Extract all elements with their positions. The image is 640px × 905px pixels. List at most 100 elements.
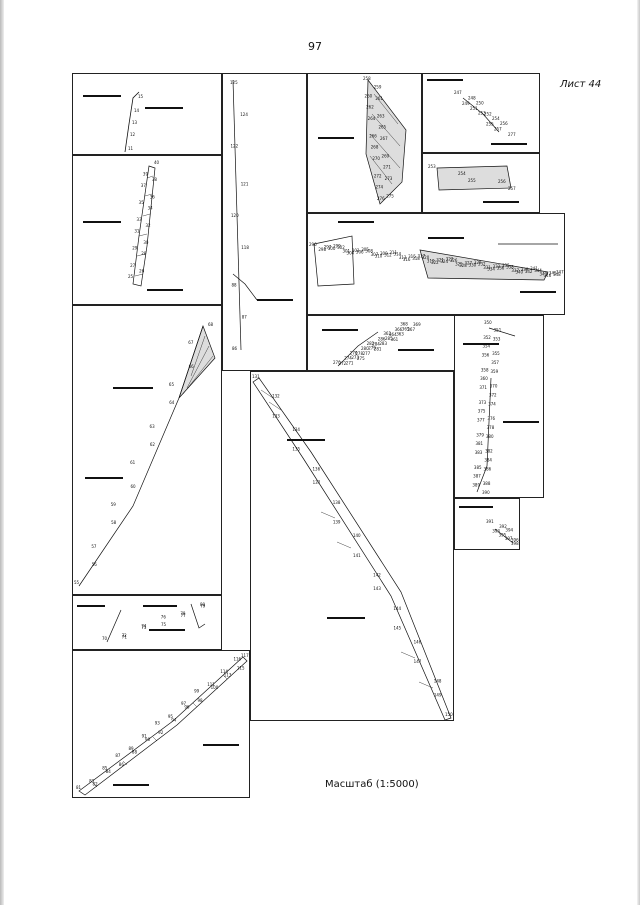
point-label: 25	[128, 274, 134, 279]
point-label: 394	[505, 528, 513, 533]
point-label: 255	[486, 122, 494, 127]
point-label: 358	[481, 367, 489, 372]
point-label: 14	[134, 108, 140, 113]
point-label: 252	[484, 111, 492, 116]
point-label: 77	[181, 613, 187, 618]
point-label: 78	[180, 611, 186, 616]
point-label: 298	[318, 247, 326, 252]
point-label: 348	[553, 272, 561, 277]
point-label: 272	[339, 361, 347, 366]
point-label: 250	[476, 100, 484, 105]
point-label: 378	[487, 425, 495, 430]
point-label: 346	[544, 273, 552, 278]
point-label: 247	[454, 90, 462, 95]
point-label: 304	[347, 250, 355, 255]
point-label: 261	[375, 96, 383, 101]
page-edge-left	[0, 0, 4, 905]
point-label: 268	[371, 145, 379, 150]
point-label: 351	[494, 327, 502, 332]
point-label: 384	[484, 457, 492, 462]
point-label: 277	[508, 132, 516, 137]
point-label: 140	[353, 533, 361, 538]
point-label: 116	[233, 656, 241, 661]
survey-drawing-7: 1311321331341351361371381391401411421431…	[252, 374, 453, 720]
point-label: 374	[488, 401, 496, 406]
point-label: 90	[145, 737, 151, 742]
point-label: 308	[365, 248, 373, 253]
point-label: 29	[132, 246, 138, 251]
point-label: 376	[487, 416, 495, 421]
point-label: 338	[506, 265, 514, 270]
point-label: 341	[530, 266, 538, 271]
point-label: 377	[477, 418, 485, 423]
point-label: 311	[389, 250, 397, 255]
point-label: 398	[511, 541, 519, 546]
point-label: 276	[350, 350, 358, 355]
point-label: 28	[141, 251, 147, 256]
point-label: 340	[515, 270, 523, 275]
sheet-label: Лист 44	[560, 79, 602, 90]
point-label: 149	[434, 692, 442, 697]
point-label: 137	[313, 480, 321, 485]
point-label: 307	[371, 252, 379, 257]
point-label: 390	[482, 490, 490, 495]
point-label: 366	[395, 327, 403, 332]
point-label: 257	[494, 127, 502, 132]
point-label: 13	[132, 120, 138, 125]
point-label: 359	[491, 369, 499, 374]
point-label: 302	[337, 245, 345, 250]
point-label: 66	[189, 364, 195, 369]
point-label: 391	[486, 519, 494, 524]
point-label: 265	[378, 125, 386, 130]
point-label: 273	[351, 355, 359, 360]
point-label: 284	[372, 342, 380, 347]
point-label: 142	[373, 573, 381, 578]
point-label: 57	[91, 544, 97, 549]
point-label: 95	[168, 714, 174, 719]
point-label: 11	[128, 146, 134, 151]
point-label: 260	[365, 93, 373, 98]
point-label: 91	[142, 733, 148, 738]
point-label: 343	[540, 271, 548, 276]
point-label: 55	[74, 580, 80, 585]
point-label: 324	[440, 259, 448, 264]
point-label: 111	[207, 682, 215, 687]
point-label: 303	[352, 248, 360, 253]
point-label: 71	[122, 634, 128, 639]
point-label: 335	[502, 263, 510, 268]
point-label: 58	[111, 520, 117, 525]
point-label: 132	[272, 394, 280, 399]
page-number: 97	[308, 40, 322, 53]
point-label: 92	[158, 730, 164, 735]
point-label: 329	[474, 260, 482, 265]
point-label: 64	[169, 400, 175, 405]
point-label: 67	[188, 340, 194, 345]
point-label: 274	[344, 356, 352, 361]
point-label: 317	[418, 253, 426, 258]
point-label: 70	[102, 636, 108, 641]
point-label: 327	[464, 261, 472, 266]
point-label: 63	[150, 424, 156, 429]
point-label: 249	[462, 101, 470, 106]
point-label: 333	[493, 264, 501, 269]
point-label: 141	[353, 553, 361, 558]
point-label: 342	[525, 269, 533, 274]
point-label: 86	[232, 346, 238, 351]
point-label: 277	[363, 351, 371, 356]
point-label: 264	[368, 116, 376, 121]
point-label: 12	[130, 132, 136, 137]
point-label: 360	[480, 376, 488, 381]
point-label: 299	[333, 244, 341, 249]
point-label: 30	[143, 240, 149, 245]
point-label: 339	[521, 267, 529, 272]
scale-label: Масштаб (1:5000)	[325, 779, 419, 790]
